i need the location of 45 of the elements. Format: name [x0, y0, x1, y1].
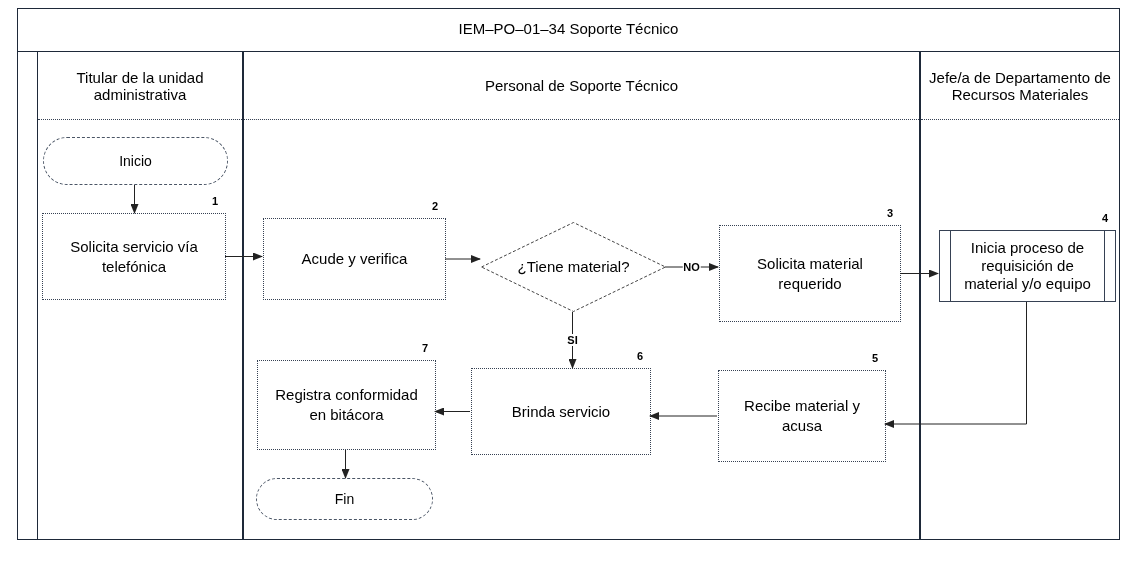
- arrow: [664, 263, 719, 271]
- step-text: ¿Tiene material?: [517, 256, 630, 277]
- swimlane: [243, 52, 920, 540]
- swimlane: [37, 52, 243, 540]
- step-text: Registra conformidad en bitácora: [274, 385, 419, 425]
- step-number: 7: [422, 341, 429, 356]
- process-box: [42, 213, 226, 300]
- lane-title: Personal de Soporte Técnico: [483, 77, 680, 94]
- arrow: [130, 184, 139, 214]
- process-box: [263, 218, 446, 300]
- arrow: [341, 449, 350, 479]
- swimlane: [920, 52, 1120, 540]
- step-text: Fin: [334, 489, 355, 509]
- step-number: 5: [872, 351, 879, 366]
- lane-title: Jefe/a de Departamento de Recursos Materiales: [928, 68, 1112, 103]
- arrow: [568, 311, 577, 369]
- arrow: [444, 255, 481, 263]
- process-box: [257, 360, 436, 450]
- step-text: Solicita servicio vía telefónica: [69, 236, 199, 277]
- process-box: [471, 368, 651, 455]
- step-number: 1: [212, 194, 219, 209]
- arrow: [224, 252, 263, 261]
- step-text: Inicia proceso de requisición de material y/o equipo: [963, 239, 1092, 293]
- step-text: Acude y verifica: [301, 249, 408, 269]
- decision-diamond: [481, 222, 666, 312]
- step-number: 6: [637, 349, 644, 364]
- process-box: [718, 370, 886, 462]
- step-number: 4: [1102, 211, 1109, 226]
- terminator: [256, 478, 433, 520]
- diagram-title: IEM–PO–01–34 Soporte Técnico: [458, 19, 679, 40]
- lane-title: Titular de la unidad administrativa: [75, 68, 205, 103]
- step-text: Inicio: [119, 151, 152, 171]
- edge-label: SI: [566, 334, 579, 346]
- edge-label: NO: [682, 261, 701, 273]
- step-text: Solicita material requerido: [756, 253, 864, 294]
- arrow: [884, 301, 1027, 428]
- arrow: [899, 269, 939, 278]
- step-number: 3: [887, 206, 894, 221]
- step-text: Brinda servicio: [511, 401, 611, 422]
- arrow: [434, 407, 471, 416]
- step-text: Recibe material y acusa: [743, 396, 861, 436]
- step-number: 2: [432, 199, 439, 214]
- subprocess-box: [939, 230, 1116, 302]
- arrow: [649, 412, 718, 420]
- process-box: [719, 225, 901, 322]
